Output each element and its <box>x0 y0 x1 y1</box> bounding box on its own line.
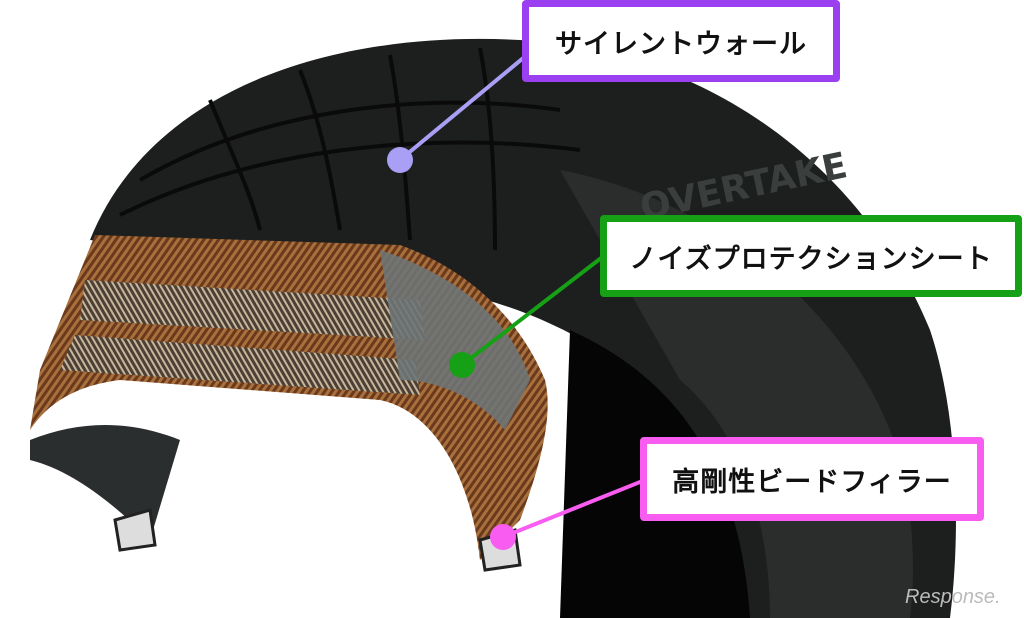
label-text: 高剛性ビードフィラー <box>672 466 952 498</box>
noise-protection-sheet <box>380 250 530 430</box>
marker-dot-noise-sheet <box>449 352 475 378</box>
leader-line-noise-sheet <box>460 253 607 367</box>
belt-layer-2 <box>60 335 420 395</box>
label-silent-wall: サイレントウォール <box>522 0 840 82</box>
marker-dot-silent-wall <box>387 147 413 173</box>
label-text: サイレントウォール <box>555 28 807 60</box>
label-high-rigidity-bead-filler: 高剛性ビードフィラー <box>640 437 984 521</box>
watermark-logo: Response. <box>905 586 1001 608</box>
leader-line-bead-filler <box>502 478 646 539</box>
belt-layer-1 <box>80 280 425 340</box>
inner-liner <box>30 425 180 540</box>
marker-dot-bead-filler <box>490 524 516 550</box>
leader-line-silent-wall <box>398 38 547 162</box>
label-text: ノイズプロテクションシート <box>629 243 993 275</box>
label-noise-protection-sheet: ノイズプロテクションシート <box>600 215 1022 297</box>
